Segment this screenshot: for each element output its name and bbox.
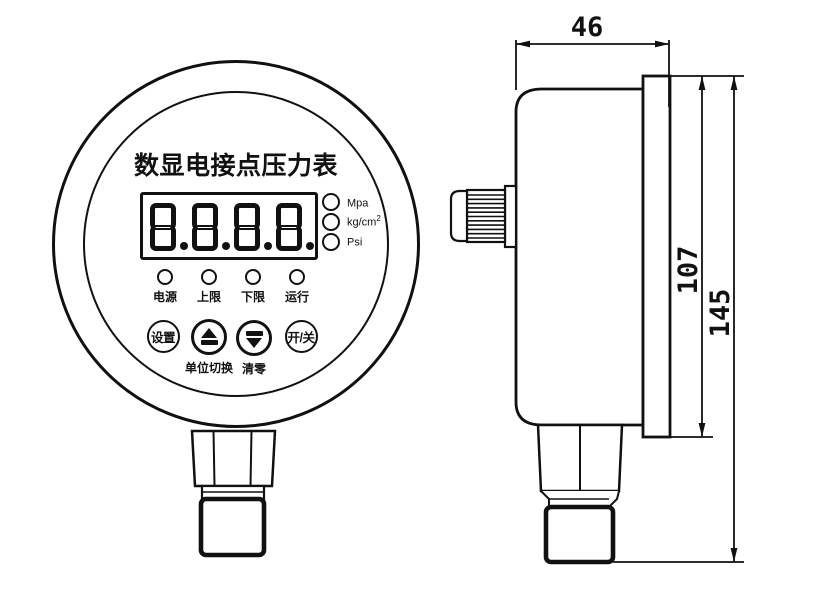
dim-145-arrow-top xyxy=(730,76,738,90)
down-arrow-button xyxy=(236,320,272,356)
gland-cap xyxy=(449,189,469,243)
gland-thread-hatching xyxy=(468,194,504,239)
dimension-face-107: 107 xyxy=(670,75,744,438)
dim-145-value: 145 xyxy=(705,289,736,338)
unit-lamp-icon xyxy=(322,193,340,211)
led-icon xyxy=(157,269,173,285)
front-thread-block xyxy=(198,496,267,558)
dim-107-arrow-top xyxy=(698,76,706,90)
unit-indicator-kgcm2: kg/cm2 xyxy=(322,212,381,231)
dim-107-value: 107 xyxy=(673,246,704,295)
button-unit-switch: 单位切换 xyxy=(176,319,242,376)
up-arrow-button xyxy=(191,319,227,355)
seven-segment-digit xyxy=(150,203,176,251)
led-icon xyxy=(289,269,305,285)
led-upper-limit: 上限 xyxy=(177,269,241,305)
led-label: 运行 xyxy=(284,290,309,304)
decimal-point xyxy=(306,242,314,250)
unit-indicator-psi: Psi xyxy=(322,232,362,251)
bar-icon xyxy=(245,330,263,336)
dim-107-arrow-bottom xyxy=(698,423,706,437)
button-caption: 清零 xyxy=(241,362,266,376)
unit-label: kg/cm xyxy=(347,216,377,229)
unit-lamp-icon xyxy=(322,232,340,251)
led-label: 上限 xyxy=(196,290,221,304)
button-caption: 单位切换 xyxy=(184,361,233,375)
dim-145-arrow-bottom xyxy=(730,548,738,562)
led-icon xyxy=(245,269,261,285)
led-label: 下限 xyxy=(240,290,265,304)
dim-46-value: 46 xyxy=(571,12,604,43)
lcd-display xyxy=(140,192,318,260)
unit-indicator-mpa: Mpa xyxy=(322,193,368,212)
button-zero-clear: 清零 xyxy=(221,320,287,377)
decimal-point xyxy=(264,242,272,250)
up-triangle-icon xyxy=(201,327,217,338)
led-power: 电源 xyxy=(133,269,197,305)
seven-segment-digit xyxy=(234,203,260,251)
dial-outer-ring xyxy=(52,60,420,428)
dim-107-extension-lines xyxy=(670,75,744,438)
seven-segment-digit xyxy=(192,203,218,251)
bar-icon xyxy=(200,339,218,345)
side-thread-block xyxy=(543,504,616,565)
led-label: 电源 xyxy=(152,290,177,304)
seven-segment-digit xyxy=(276,203,302,251)
led-icon xyxy=(201,269,217,285)
decimal-point xyxy=(222,242,230,250)
led-running: 运行 xyxy=(265,269,329,305)
dial-inner-ring xyxy=(83,91,389,397)
cable-gland xyxy=(449,184,518,249)
power-button: 开/关 xyxy=(284,320,318,353)
dim-46-arrow-right xyxy=(655,40,669,48)
button-on-off: 开/关 xyxy=(268,320,334,353)
front-hex-stem xyxy=(190,429,277,488)
unit-label: Mpa xyxy=(347,197,369,210)
side-case-body xyxy=(514,87,645,427)
side-front-bezel xyxy=(641,74,672,439)
side-pressure-port xyxy=(536,423,624,565)
button-set: 设置 xyxy=(130,320,196,353)
unit-label-sup: 2 xyxy=(376,214,381,224)
set-button: 设置 xyxy=(146,320,180,353)
front-hex-facets xyxy=(212,430,253,487)
decimal-point xyxy=(180,242,188,250)
dim-46-arrow-left xyxy=(516,40,530,48)
side-view: 46 107 145 xyxy=(449,12,744,565)
unit-label: Psi xyxy=(347,236,363,249)
dimension-depth-46: 46 xyxy=(515,12,670,107)
gland-flange xyxy=(503,184,518,249)
dimension-height-145: 145 xyxy=(613,76,744,563)
dim-46-extension-lines xyxy=(515,40,670,107)
front-pressure-port xyxy=(190,429,277,558)
down-triangle-icon xyxy=(246,337,262,348)
unit-lamp-icon xyxy=(322,212,340,231)
gauge-title: 数显电接点压力表 xyxy=(133,152,338,180)
led-lower-limit: 下限 xyxy=(221,269,285,305)
